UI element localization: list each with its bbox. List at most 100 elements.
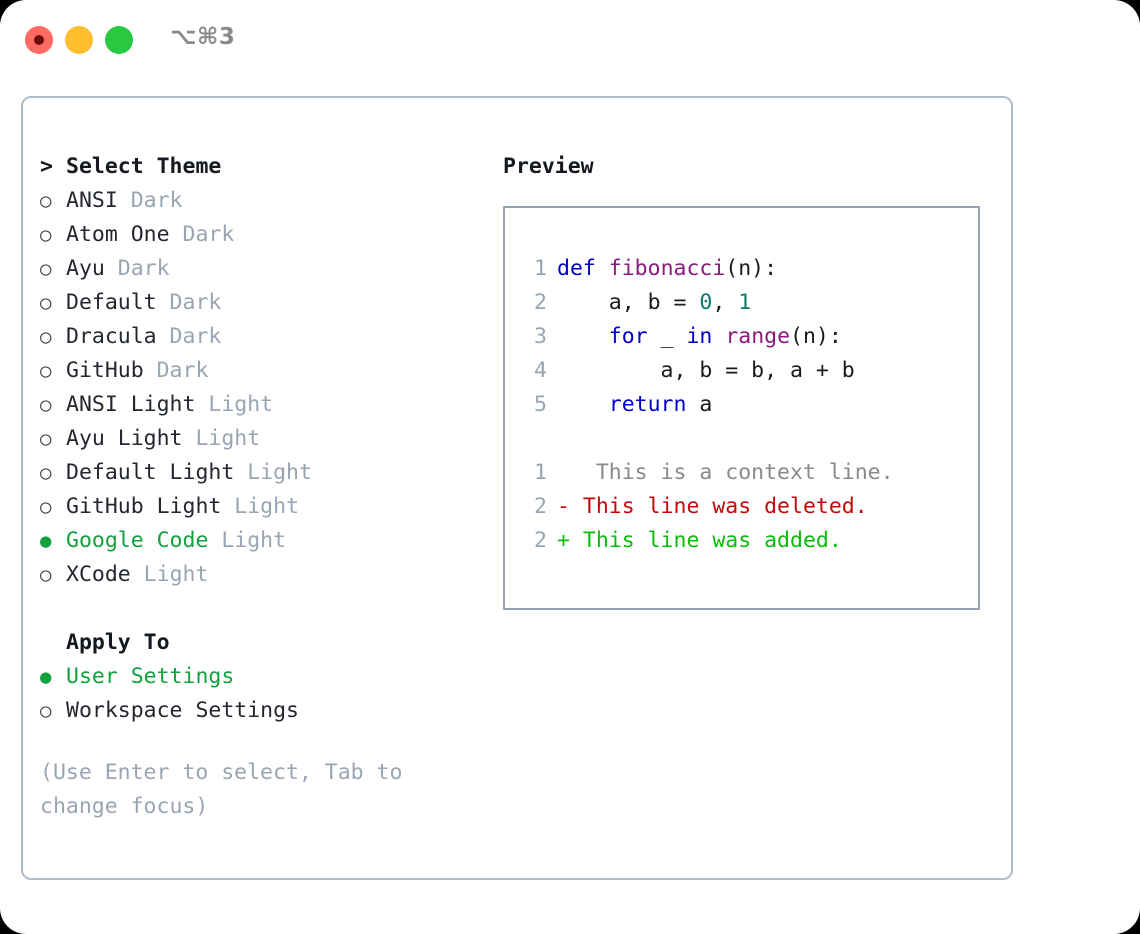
code-token: a	[686, 392, 713, 417]
theme-category-tag: Dark	[156, 324, 222, 349]
select-theme-header: >Select Theme	[40, 150, 490, 184]
theme-list[interactable]: ○ANSI Dark○Atom One Dark○Ayu Dark○Defaul…	[40, 184, 490, 592]
code-token: fibonacci	[608, 256, 726, 281]
code-token: 0	[699, 290, 713, 315]
apply-to-list[interactable]: ●User Settings○Workspace Settings	[40, 660, 490, 728]
code-token: _	[647, 324, 687, 349]
theme-option-default[interactable]: ○Default Dark	[40, 286, 490, 320]
code-line: 5 return a	[505, 388, 978, 422]
code-token: in	[686, 324, 713, 349]
diff-marker: -	[557, 494, 570, 519]
theme-category-tag: Dark	[143, 358, 209, 383]
diff-sample-block: 1 This is a context line.2- This line wa…	[505, 456, 978, 558]
theme-option-ayu[interactable]: ○Ayu Dark	[40, 252, 490, 286]
apply-to-label: User Settings	[66, 664, 235, 689]
theme-option-dracula[interactable]: ○ Dracula Dark	[40, 320, 490, 354]
line-number: 2	[534, 290, 547, 315]
apply-to-option-user-settings[interactable]: ●User Settings	[40, 660, 490, 694]
theme-name: GitHub	[66, 358, 144, 383]
apply-to-header: Apply To	[66, 630, 170, 655]
code-token: ,	[712, 290, 739, 315]
theme-name: Ayu	[66, 256, 105, 281]
theme-option-ansi-light[interactable]: ○ ANSI Light Light	[40, 388, 490, 422]
theme-option-xcode[interactable]: ○ XCode Light	[40, 558, 490, 592]
code-line: 4 a, b = b, a + b	[505, 354, 978, 388]
theme-name: Google Code	[66, 528, 209, 553]
line-number: 1	[534, 256, 547, 281]
radio-unselected-icon: ○	[40, 258, 52, 280]
list-spacer	[40, 592, 490, 626]
theme-name: Atom One	[66, 222, 170, 247]
code-line: 3 for _ in range(n):	[505, 320, 978, 354]
code-token: (n):	[725, 256, 778, 281]
theme-category-tag: Light	[234, 460, 312, 485]
theme-option-google-code[interactable]: ● Google Code Light	[40, 524, 490, 558]
theme-category-tag: Light	[208, 528, 287, 553]
maximize-window-button[interactable]	[105, 26, 133, 54]
diff-text: This line was deleted.	[569, 494, 868, 519]
theme-name: XCode	[66, 562, 131, 587]
radio-unselected-icon: ○	[40, 360, 52, 382]
theme-option-default-light[interactable]: ○Default Light Light	[40, 456, 490, 490]
theme-option-atom-one[interactable]: ○ Atom One Dark	[40, 218, 490, 252]
line-number: 5	[534, 392, 547, 417]
radio-unselected-icon: ○	[40, 326, 52, 348]
close-window-button[interactable]	[25, 26, 53, 54]
diff-marker	[557, 460, 570, 485]
code-diff-gap	[505, 422, 978, 456]
radio-unselected-icon: ○	[40, 564, 52, 586]
theme-picker-panel: >Select Theme ○ANSI Dark ○ Atom One Dark ○ A…	[21, 96, 1013, 880]
diff-marker: +	[557, 528, 570, 553]
radio-unselected-icon: ○	[40, 428, 52, 450]
theme-name: Ayu Light	[66, 426, 183, 451]
apply-to-option-workspace-settings[interactable]: ○Workspace Settings	[40, 694, 490, 728]
code-token	[712, 324, 725, 349]
code-token	[557, 324, 609, 349]
code-token: (n):	[790, 324, 842, 349]
theme-name: ANSI Light	[66, 392, 196, 417]
theme-category-tag: Light	[195, 392, 274, 417]
diff-text: This line was added.	[569, 528, 842, 553]
theme-name: Dracula	[66, 324, 157, 349]
code-token	[596, 256, 609, 281]
theme-option-ayu-light[interactable]: ○ Ayu Light Light	[40, 422, 490, 456]
theme-option-github-light[interactable]: ○GitHub Light Light	[40, 490, 490, 524]
line-number: 4	[534, 358, 547, 383]
radio-selected-icon: ●	[40, 530, 52, 552]
radio-unselected-icon: ○	[40, 224, 52, 246]
diff-text: This is a context line.	[569, 460, 894, 485]
prompt-arrow-icon: >	[40, 154, 53, 179]
theme-chooser-column: >Select Theme ○ANSI Dark ○ Atom One Dark ○ A…	[40, 150, 490, 824]
line-number: 1	[534, 460, 547, 485]
line-number: 2	[534, 494, 547, 519]
diff-line-del: 2- This line was deleted.	[505, 490, 978, 524]
theme-category-tag: Light	[182, 426, 261, 451]
radio-unselected-icon: ○	[40, 394, 52, 416]
apply-to-label: Workspace Settings	[66, 698, 299, 723]
title-bar: ⌥⌘3	[0, 0, 1140, 78]
theme-name: Default	[66, 290, 157, 315]
theme-category-tag: Dark	[169, 222, 235, 247]
theme-name: Default Light	[66, 460, 235, 485]
keyboard-shortcut-label: ⌥⌘3	[170, 24, 236, 50]
diff-line-ctx: 1 This is a context line.	[505, 456, 978, 490]
code-token: 1	[738, 290, 752, 315]
keyboard-hint-text: (Use Enter to select, Tab to change focu…	[40, 760, 403, 819]
theme-option-ansi[interactable]: ○ANSI Dark	[40, 184, 490, 218]
radio-unselected-icon: ○	[40, 292, 52, 314]
code-token: return	[608, 392, 687, 417]
theme-category-tag: Dark	[117, 188, 183, 213]
code-token: a, b = b, a + b	[557, 358, 855, 383]
theme-category-tag: Light	[130, 562, 209, 587]
theme-option-github[interactable]: ○ GitHub Dark	[40, 354, 490, 388]
diff-line-add: 2+ This line was added.	[505, 524, 978, 558]
radio-unselected-icon: ○	[40, 496, 52, 518]
code-token	[557, 392, 609, 417]
line-number: 3	[534, 324, 547, 349]
minimize-window-button[interactable]	[65, 26, 93, 54]
